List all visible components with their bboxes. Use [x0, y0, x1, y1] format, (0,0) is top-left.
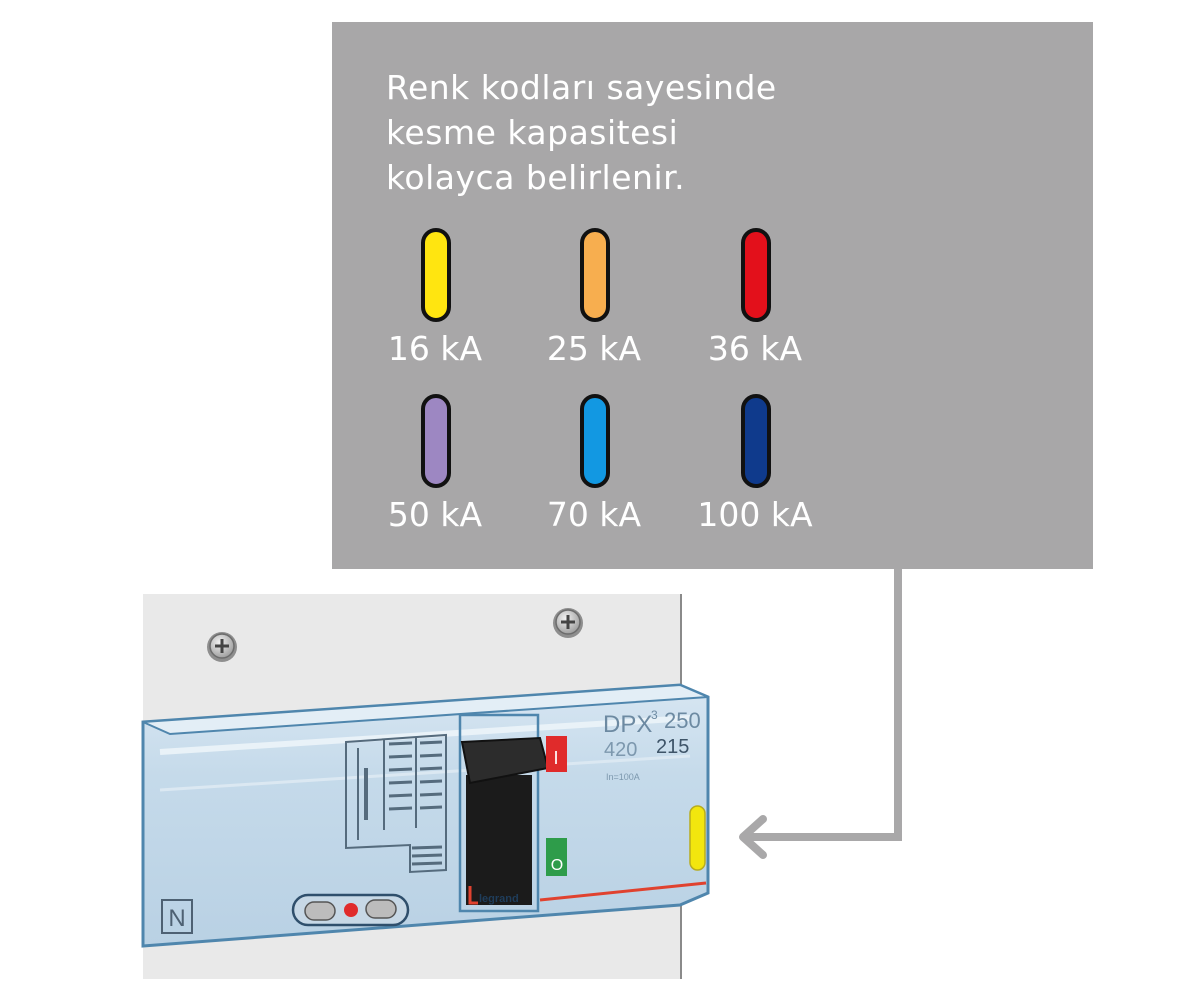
ref-label-a: 420 [604, 739, 637, 761]
headline: Renk kodları sayesinde kesme kapasitesi … [386, 65, 777, 200]
breaking-capacity-indicator [689, 805, 706, 871]
color-swatch [741, 394, 771, 488]
breaker-top-bevel [142, 683, 709, 736]
rating-label: 250 [664, 708, 701, 733]
neutral-box [161, 899, 193, 934]
color-code-label: 50 kA [387, 495, 483, 534]
headline-line-1: Renk kodları sayesinde [386, 68, 777, 107]
color-code-50ka: 50 kA [370, 394, 500, 534]
highlight-stripe [159, 715, 691, 755]
model-superscript: 3 [651, 708, 658, 722]
color-code-label: 25 kA [546, 329, 642, 368]
color-code-36ka: 36 kA [690, 228, 820, 368]
headline-line-2: kesme kapasitesi [386, 113, 679, 152]
ref-label-b: 215 [656, 736, 689, 758]
current-label: In=100A [606, 772, 640, 782]
color-swatch [580, 228, 610, 322]
color-swatch [421, 394, 451, 488]
legrand-logo-icon [468, 886, 478, 905]
arrow-head-icon [739, 815, 767, 859]
color-code-label: 16 kA [387, 329, 483, 368]
model-label: DPX [603, 711, 652, 738]
handle-lever [466, 775, 532, 905]
on-mark: I [553, 748, 558, 768]
highlight-stripe [159, 754, 691, 792]
vent-grid [345, 733, 447, 874]
neutral-label: N [168, 905, 185, 932]
off-indicator [546, 838, 567, 876]
color-code-label: 36 kA [707, 329, 803, 368]
brand-label: legrand [479, 893, 519, 905]
red-stripe [539, 881, 707, 902]
color-swatch [741, 228, 771, 322]
color-code-25ka: 25 kA [529, 228, 659, 368]
handle-slot [458, 713, 540, 913]
color-code-16ka: 16 kA [370, 228, 500, 368]
headline-line-3: kolayca belirlenir. [386, 158, 686, 197]
connector-line [745, 569, 902, 841]
color-code-70ka: 70 kA [529, 394, 659, 534]
color-swatch [580, 394, 610, 488]
color-code-100ka: 100 kA [690, 394, 820, 534]
info-panel: Renk kodları sayesinde kesme kapasitesi … [332, 22, 1093, 569]
test-button-group [291, 893, 410, 927]
on-indicator [546, 736, 567, 772]
color-code-label: 100 kA [697, 495, 813, 534]
color-code-label: 70 kA [546, 495, 642, 534]
color-swatch [421, 228, 451, 322]
screw-icon [553, 608, 583, 638]
screw-icon [207, 632, 237, 662]
off-mark: O [551, 857, 563, 874]
